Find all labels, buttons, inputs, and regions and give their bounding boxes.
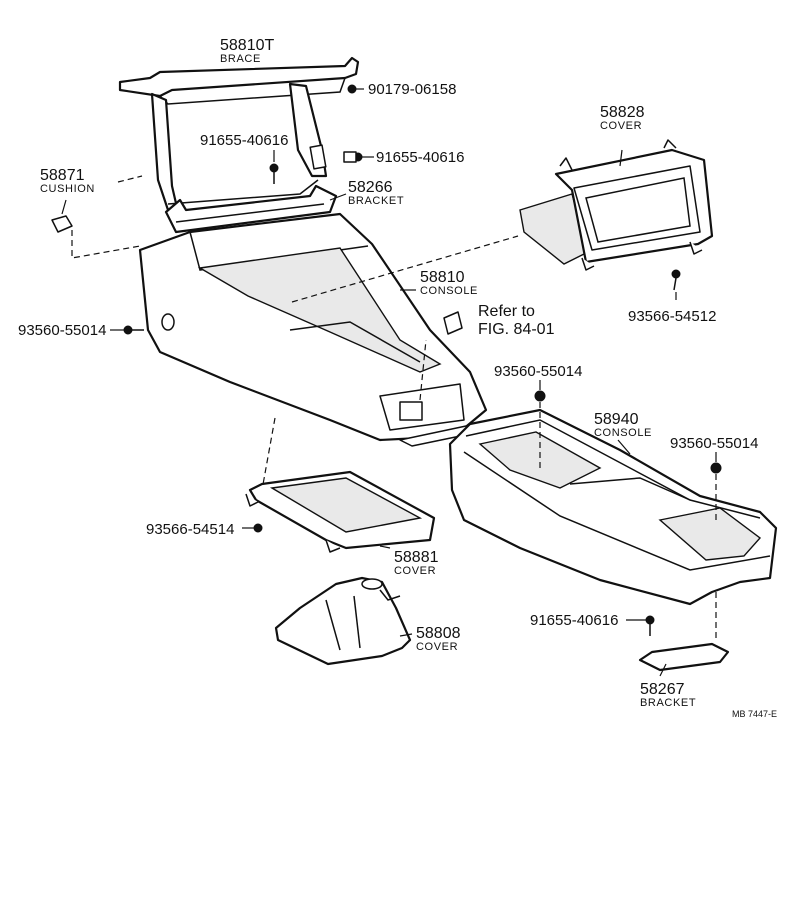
labels: 58810T BRACE 90179-06158 91655-40616 916… xyxy=(18,37,777,719)
label-58871-number: 58871 xyxy=(40,167,85,184)
label-58881-name: COVER xyxy=(394,565,436,577)
label-58881-number: 58881 xyxy=(394,549,439,566)
label-93560-55014-c: 93560-55014 xyxy=(670,435,758,452)
brace-58810t-drawing xyxy=(118,56,360,214)
label-58266-name: BRACKET xyxy=(348,195,404,207)
label-58808-name: COVER xyxy=(416,641,458,653)
label-93560-55014-b: 93560-55014 xyxy=(494,363,582,380)
drawing-code: MB 7447-E xyxy=(732,709,777,719)
label-93566-54512: 93566-54512 xyxy=(628,308,716,325)
leader-lines xyxy=(61,88,717,677)
label-58266-number: 58266 xyxy=(348,179,393,196)
cover-58881-drawing xyxy=(245,470,436,553)
label-58267-name: BRACKET xyxy=(640,697,696,709)
label-58828-number: 58828 xyxy=(600,104,645,121)
label-91655-40616-c: 91655-40616 xyxy=(530,612,618,629)
reference-line-2: FIG. 84-01 xyxy=(478,321,555,338)
label-93566-54514: 93566-54514 xyxy=(146,521,234,538)
reference-clip-drawing xyxy=(443,311,463,335)
label-91655-40616-a: 91655-40616 xyxy=(200,132,288,149)
label-58828-name: COVER xyxy=(600,120,642,132)
label-58940-name: CONSOLE xyxy=(594,427,652,439)
label-58810t-number: 58810T xyxy=(220,37,274,54)
label-58871-name: CUSHION xyxy=(40,183,95,195)
fasteners xyxy=(123,84,722,636)
label-58810-name: CONSOLE xyxy=(420,285,478,297)
bracket-58266-drawing xyxy=(164,184,338,234)
label-58810t-name: BRACE xyxy=(220,53,261,65)
label-58267-number: 58267 xyxy=(640,681,685,698)
shift-boot-58808-drawing xyxy=(274,576,412,666)
label-90179-06158: 90179-06158 xyxy=(368,81,456,98)
label-93560-55014-a: 93560-55014 xyxy=(18,322,106,339)
label-91655-40616-b: 91655-40616 xyxy=(376,149,464,166)
console-58810-drawing xyxy=(138,212,519,491)
label-58808-number: 58808 xyxy=(416,625,461,642)
cushion-58871-drawing xyxy=(51,175,143,259)
reference-line-1: Refer to xyxy=(478,303,535,320)
bracket-58267-drawing xyxy=(638,592,730,672)
label-58810-number: 58810 xyxy=(420,269,465,286)
label-58940-number: 58940 xyxy=(594,411,639,428)
cover-58828-drawing xyxy=(519,139,714,271)
console-58940-drawing xyxy=(448,408,778,606)
